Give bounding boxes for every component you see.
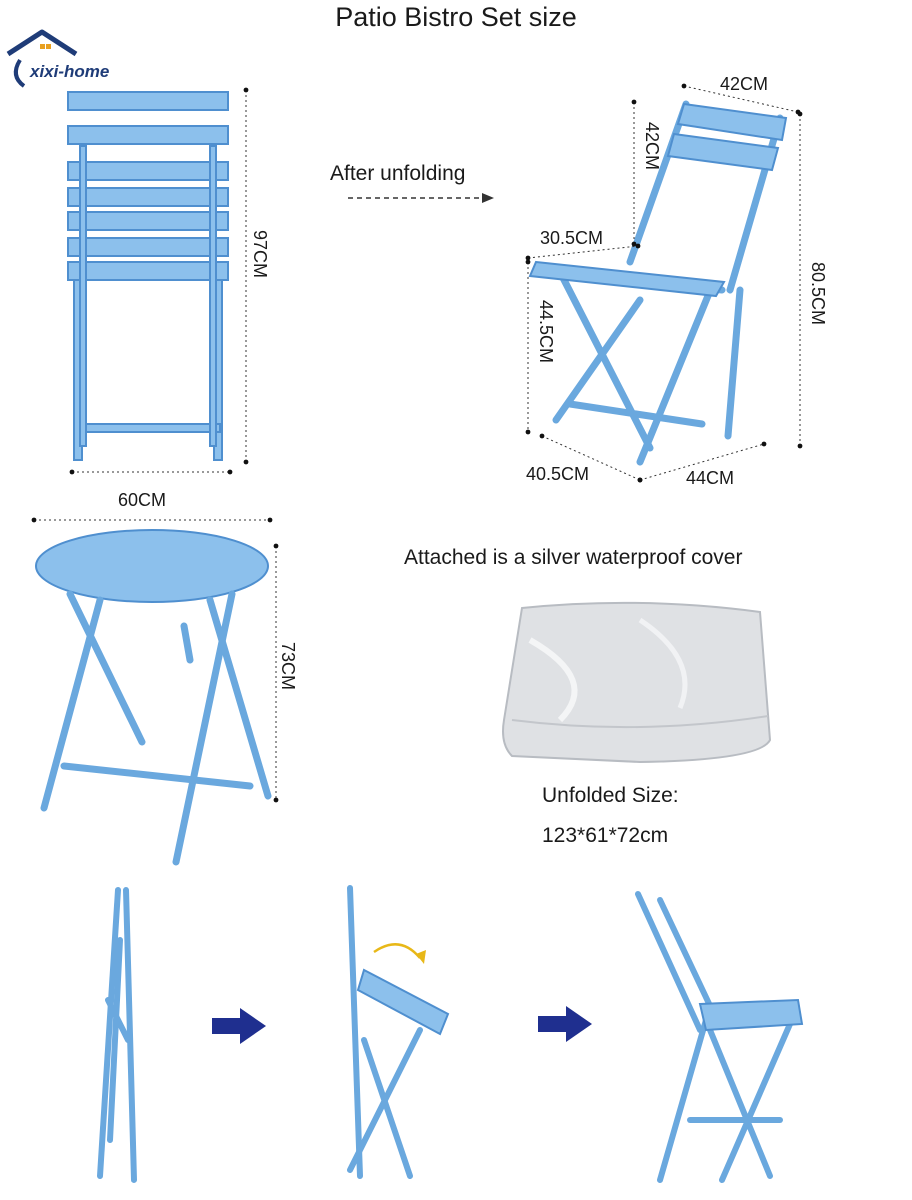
unfolding-caption: After unfolding	[330, 162, 466, 185]
folded-chair-image	[67, 91, 229, 461]
page-title: Patio Bistro Set size	[335, 2, 577, 32]
next-step-arrow-icon	[212, 1006, 592, 1044]
folded-chair-height-label: 97CM	[250, 230, 270, 279]
folding-step-1-image	[97, 887, 137, 1183]
folding-step-2-image	[347, 885, 450, 1179]
bistro-table-image	[35, 529, 272, 866]
folding-step-3-image	[635, 891, 804, 1183]
back-width-label: 42CM	[720, 74, 769, 94]
house-roof-icon	[6, 29, 78, 88]
cover-size-value: 123*61*72cm	[542, 824, 669, 847]
logo-text: xixi-home	[30, 62, 110, 81]
cover-size-title: Unfolded Size:	[542, 784, 679, 807]
base-depth-label: 40.5CM	[526, 464, 590, 484]
waterproof-cover-image	[502, 601, 772, 764]
back-height-label: 42CM	[642, 122, 662, 171]
cover-caption: Attached is a silver waterproof cover	[404, 546, 743, 569]
seat-depth-label: 30.5CM	[540, 228, 604, 248]
total-height-label: 80.5CM	[808, 262, 828, 326]
base-width-label: 44CM	[686, 468, 735, 488]
seat-height-label: 44.5CM	[536, 300, 556, 364]
folded-chair-width-label: 60CM	[118, 490, 167, 510]
table-height-label: 73CM	[278, 642, 298, 691]
